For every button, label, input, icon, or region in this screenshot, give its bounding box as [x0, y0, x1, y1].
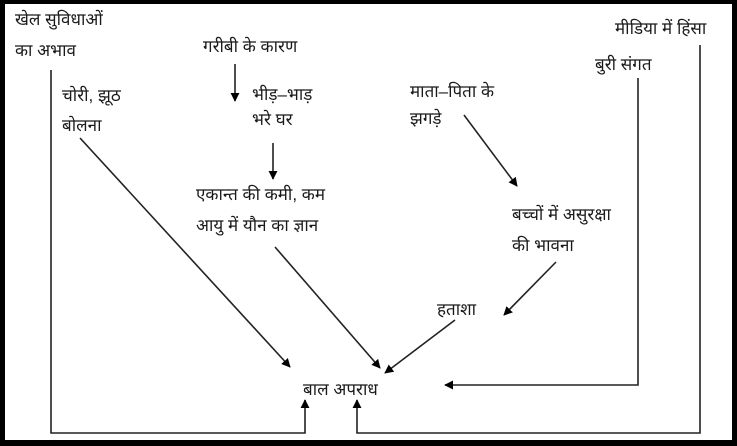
node-child-insecurity-line2: की भावना — [512, 235, 574, 255]
node-media-violence: मीडिया में हिंसा — [615, 18, 707, 38]
diagram-canvas: खेल सुविधाओं का अभाव चोरी, झूठ बोलना गरी… — [5, 4, 732, 440]
node-lack-of-privacy-line2: आयु में यौन का ज्ञान — [196, 215, 319, 236]
node-child-insecurity-line1: बच्चों में असुरक्षा — [512, 204, 612, 225]
arrow-quarrels-to-insecurity — [463, 114, 518, 187]
arrow-bad-company-to-delinquency — [444, 78, 639, 390]
node-lack-of-sports-line2: का अभाव — [15, 41, 77, 60]
node-parent-quarrels-line1: माता–पिता के — [410, 81, 495, 101]
arrow-privacy-to-delinquency — [274, 246, 381, 369]
node-bad-company: बुरी संगत — [595, 54, 652, 75]
node-juvenile-delinquency: बाल अपराध — [303, 380, 378, 399]
arrow-frustration-to-delinquency — [384, 319, 456, 374]
node-poverty: गरीबी के कारण — [203, 36, 298, 56]
node-lying-stealing-line1: चोरी, झूठ — [62, 85, 122, 106]
juvenile-delinquency-causes-diagram: खेल सुविधाओं का अभाव चोरी, झूठ बोलना गरी… — [15, 9, 707, 434]
arrow-media-to-delinquency — [352, 45, 701, 434]
node-crowded-homes-line2: भरे घर — [252, 109, 294, 129]
node-frustration: हताशा — [437, 300, 477, 319]
node-lying-stealing-line2: बोलना — [62, 115, 102, 135]
node-parent-quarrels-line2: झगड़े — [410, 108, 442, 128]
arrow-lying-to-delinquency — [79, 137, 291, 368]
arrow-sports-to-delinquency — [50, 70, 310, 434]
node-crowded-homes-line1: भीड़–भाड़ — [252, 84, 313, 104]
arrow-insecurity-to-frustration — [503, 261, 557, 316]
node-lack-of-privacy-line1: एकान्त की कमी, कम — [196, 184, 326, 204]
node-lack-of-sports-line1: खेल सुविधाओं — [15, 9, 103, 30]
